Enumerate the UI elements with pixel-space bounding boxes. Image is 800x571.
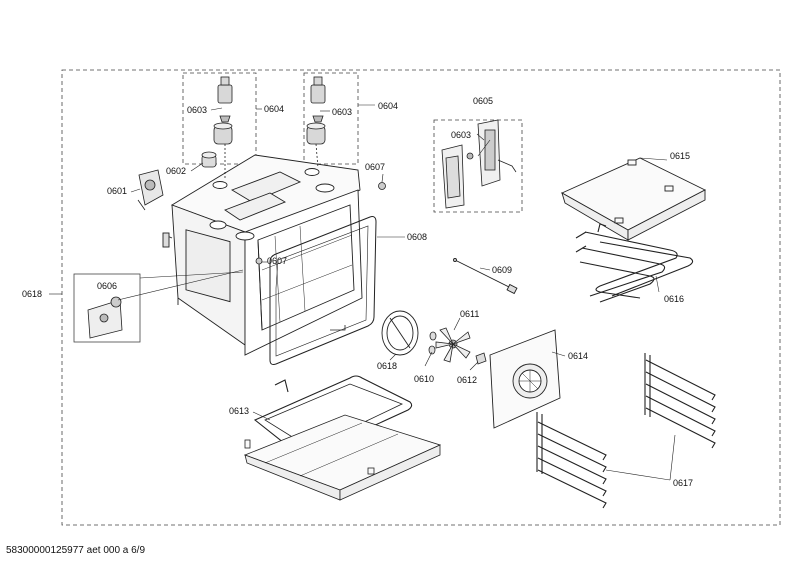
label-0610: 0610 bbox=[414, 374, 435, 384]
label-0607-front: 0607 bbox=[267, 256, 288, 266]
nut-0610-parts bbox=[428, 331, 437, 355]
label-0601: 0601 bbox=[107, 186, 128, 196]
document-id-footer: 58300000125977 aet 000 a 6/9 bbox=[6, 545, 146, 556]
label-0612: 0612 bbox=[457, 375, 478, 385]
fan-ring-part bbox=[381, 310, 419, 356]
screw-0607-front bbox=[255, 257, 263, 265]
top-cover-plate bbox=[561, 157, 706, 241]
side-rack-right bbox=[644, 353, 716, 449]
fan-blade-part bbox=[435, 327, 471, 363]
label-0613: 0613 bbox=[229, 406, 250, 416]
door-lock-part bbox=[137, 169, 164, 211]
oven-cavity bbox=[162, 154, 363, 356]
detail-box-light bbox=[433, 119, 523, 213]
label-0617: 0617 bbox=[673, 478, 694, 488]
label-0607-top: 0607 bbox=[365, 162, 386, 172]
bottom-tray bbox=[243, 414, 442, 501]
label-0606: 0606 bbox=[97, 281, 118, 291]
label-0604-left: 0604 bbox=[264, 104, 285, 114]
label-0603-light: 0603 bbox=[451, 130, 472, 140]
door-gasket bbox=[269, 216, 377, 365]
sensor-0602-part bbox=[201, 151, 217, 168]
label-0603-right: 0603 bbox=[332, 107, 353, 117]
label-0608: 0608 bbox=[407, 232, 428, 242]
screw-0607-top bbox=[378, 182, 386, 190]
lamp-cover-part bbox=[441, 119, 517, 209]
label-0614: 0614 bbox=[568, 351, 589, 361]
top-heating-element bbox=[575, 223, 694, 303]
detail-box-thermostat-left bbox=[182, 72, 257, 165]
label-0604-right: 0604 bbox=[378, 101, 399, 111]
label-0616: 0616 bbox=[664, 294, 685, 304]
thermostat-right-parts bbox=[306, 76, 326, 169]
label-0615: 0615 bbox=[670, 151, 691, 161]
label-0618-left: 0618 bbox=[22, 289, 43, 299]
side-rack-left bbox=[536, 412, 607, 509]
label-0611: 0611 bbox=[460, 309, 480, 319]
label-0618-fan: 0618 bbox=[377, 361, 398, 371]
leader-lines bbox=[49, 104, 676, 481]
rear-fan-cover bbox=[489, 329, 561, 429]
detail-box-0606 bbox=[73, 273, 141, 343]
label-0609: 0609 bbox=[492, 265, 513, 275]
nut-0612-part bbox=[475, 352, 487, 365]
detail-box-thermostat-right bbox=[303, 72, 359, 165]
diagram-frame bbox=[61, 69, 781, 526]
thermostat-left-parts bbox=[213, 76, 233, 180]
label-0605: 0605 bbox=[473, 96, 494, 106]
thermo-probe-rod bbox=[453, 258, 518, 295]
thermostat-0606-part bbox=[87, 296, 123, 339]
label-0603-left: 0603 bbox=[187, 105, 208, 115]
label-0602: 0602 bbox=[166, 166, 187, 176]
